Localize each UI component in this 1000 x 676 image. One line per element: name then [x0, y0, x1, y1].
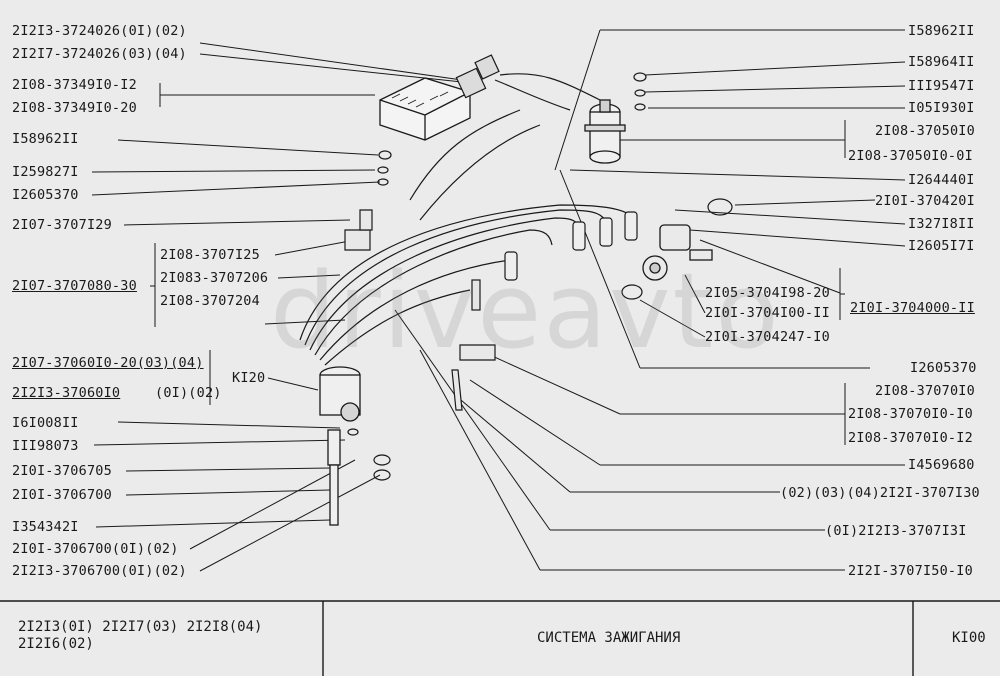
right-r4: I05I930I	[908, 100, 975, 116]
left-l16: I6I008II	[12, 415, 79, 431]
left-l13: 2I07-37060I0-20(03)(04)	[12, 355, 204, 371]
left-l18: 2I0I-3706705	[12, 463, 112, 479]
left-l4: 2I08-37349I0-20	[12, 100, 137, 116]
bracket	[344, 209, 496, 411]
right-r8: 2I0I-370420I	[875, 193, 975, 209]
distributor	[319, 366, 361, 526]
connector-plug	[455, 54, 500, 99]
right-r17: 2I08-37070I0-I0	[848, 406, 973, 422]
left-l10: 2I083-3707206	[160, 270, 269, 286]
right-r7: I264440I	[908, 172, 975, 188]
ignition-coil	[584, 99, 626, 164]
right-r14: 2I0I-3704247-I0	[705, 329, 830, 345]
left-l15: KI20	[232, 370, 266, 386]
left-l8: 2I07-3707I29	[12, 217, 112, 233]
left-l3: 2I08-37349I0-I2	[12, 77, 137, 93]
right-r9: I327I8II	[908, 216, 975, 232]
right-r6: 2I08-37050I0-0I	[848, 148, 973, 164]
left-l14b: (0I)(02)	[155, 385, 222, 401]
left-l1: 2I2I3-3724026(0I)(02)	[12, 23, 187, 39]
left-l2: 2I2I7-3724026(03)(04)	[12, 46, 187, 62]
spark-plug-wires	[299, 73, 631, 366]
right-r10: I2605I7I	[908, 238, 975, 254]
ignition-module	[379, 77, 471, 141]
watermark: driveavto	[270, 250, 781, 372]
model-list-line-2: 2I2I6(02)	[18, 636, 94, 652]
left-l11: 2I07-3707080-30	[12, 278, 137, 294]
ignition-switch	[642, 224, 713, 281]
spark-plug	[471, 279, 481, 311]
right-r18: 2I08-37070I0-I2	[848, 430, 973, 446]
left-l5: I58962II	[12, 131, 79, 147]
washers	[347, 72, 733, 481]
right-r19: I4569680	[908, 457, 975, 473]
right-r12: 2I0I-3704000-II	[850, 300, 975, 316]
right-r5: 2I08-37050I0	[875, 123, 975, 139]
title-block: 2I2I3(0I) 2I2I7(03) 2I2I8(04) 2I2I6(02) …	[0, 600, 1000, 676]
left-l7: I2605370	[12, 187, 79, 203]
left-l19: 2I0I-3706700	[12, 487, 112, 503]
right-r20: (02)(03)(04)2I2I-3707I30	[780, 485, 980, 501]
right-r1: I58962II	[908, 23, 975, 39]
right-r3: III9547I	[908, 78, 975, 94]
left-l6: I259827I	[12, 164, 79, 180]
left-l21: 2I0I-3706700(0I)(02)	[12, 541, 179, 557]
right-r2: I58964II	[908, 54, 975, 70]
right-r16: 2I08-37070I0	[875, 383, 975, 399]
right-r15: I2605370	[910, 360, 977, 376]
left-l22: 2I2I3-3706700(0I)(02)	[12, 563, 187, 579]
model-list-line-1: 2I2I3(0I) 2I2I7(03) 2I2I8(04)	[18, 619, 263, 635]
right-r11: 2I05-3704I98-20	[705, 285, 830, 301]
left-l14: 2I2I3-37060I0	[12, 385, 121, 401]
right-r21: (0I)2I2I3-3707I3I	[825, 523, 967, 539]
left-l9: 2I08-3707I25	[160, 247, 260, 263]
left-l17: III98073	[12, 438, 79, 454]
title-block-frame	[0, 600, 1000, 676]
plug-boots	[504, 211, 638, 281]
left-l20: I354342I	[12, 519, 79, 535]
right-r13: 2I0I-3704I00-II	[705, 305, 830, 321]
right-r22: 2I2I-3707I50-I0	[848, 563, 973, 579]
left-l12: 2I08-3707204	[160, 293, 260, 309]
sheet-code: KI00	[952, 630, 986, 646]
leader-lines	[91, 29, 906, 572]
diagram-title: СИСТЕМА ЗАЖИГАНИЯ	[537, 630, 681, 646]
